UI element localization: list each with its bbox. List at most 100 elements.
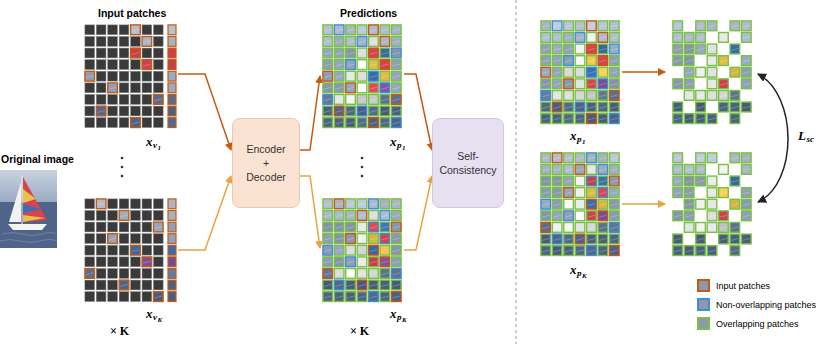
patch-texture: [576, 227, 583, 229]
patch-texture: [120, 284, 127, 286]
image-sea: [0, 202, 57, 248]
patch-cell: [323, 245, 333, 255]
patch-cell: [696, 91, 706, 101]
patch-cell: [730, 67, 740, 77]
patch-cell: [85, 234, 95, 244]
patch-cell: [168, 95, 176, 105]
patch-cell: [334, 83, 344, 93]
patch-texture: [565, 157, 572, 159]
patch-texture: [599, 180, 606, 182]
patch-texture: [335, 238, 342, 240]
patch-cell: [684, 246, 694, 256]
patch-cell: [168, 257, 176, 267]
patch-cell: [391, 95, 401, 105]
patch-texture: [576, 60, 583, 62]
patch-cell: [153, 25, 163, 35]
patch-cell: [564, 246, 574, 256]
patch-cell: [587, 234, 597, 244]
patch-texture: [358, 76, 365, 78]
patch-cell: [108, 95, 118, 105]
patch-texture: [393, 64, 400, 66]
node-label: Self-Consistency: [436, 149, 500, 177]
patch-texture: [588, 227, 595, 229]
subscript: v: [153, 140, 157, 150]
image-sky: [0, 170, 57, 202]
patch-cell: [587, 56, 597, 66]
patch-cell: [575, 33, 585, 43]
patch-cell: [168, 199, 176, 209]
patch-cell: [609, 67, 619, 77]
patch-texture: [542, 192, 549, 194]
patch-texture: [611, 95, 618, 97]
patch-cell: [96, 95, 106, 105]
patch-cell: [609, 234, 619, 244]
patch-texture: [335, 64, 342, 66]
original-image: [0, 170, 57, 248]
patch-cell: [696, 165, 706, 175]
patch-cell: [609, 44, 619, 54]
process-box: Self-Consistency: [432, 118, 504, 208]
patch-cell: [96, 106, 106, 116]
patch-texture: [720, 60, 727, 62]
patch-cell: [108, 106, 118, 116]
patch-cell: [552, 21, 562, 31]
patch-texture: [720, 238, 727, 240]
patch-cell: [131, 25, 141, 35]
patch-cell: [673, 176, 683, 186]
patch-texture: [553, 227, 560, 229]
patch-texture: [324, 52, 331, 54]
patch-cell: [119, 106, 129, 116]
patch-texture: [588, 37, 595, 39]
patch-cell: [334, 48, 344, 58]
patch-cell: [119, 222, 129, 232]
patch-texture: [599, 60, 606, 62]
patch-cell: [108, 257, 118, 267]
patch-cell: [142, 118, 152, 128]
patch-cell: [323, 222, 333, 232]
patch-texture: [553, 169, 560, 171]
patch-texture: [370, 110, 377, 112]
patch-cell: [609, 165, 619, 175]
patch-cell: [564, 223, 574, 233]
patch-cell: [346, 245, 356, 255]
patch-texture: [599, 192, 606, 194]
patch-texture: [542, 83, 549, 85]
patch-texture: [588, 180, 595, 182]
patch-texture: [335, 273, 342, 275]
patch-texture: [132, 250, 139, 252]
patch-cell: [564, 56, 574, 66]
legend-label: Input patches: [716, 281, 770, 291]
patch-texture: [599, 227, 606, 229]
patch-texture: [588, 215, 595, 217]
patch-texture: [685, 95, 692, 97]
patch-cell: [587, 102, 597, 112]
loss-arrow: [758, 74, 788, 202]
patch-cell: [357, 280, 367, 290]
legend-row: Overlapping patches: [697, 317, 799, 330]
patch-cell: [323, 234, 333, 244]
patch-cell: [131, 118, 141, 128]
patch-texture: [347, 41, 354, 43]
patch-cell: [323, 211, 333, 221]
patch-cell: [96, 48, 106, 58]
patch-texture: [324, 238, 331, 240]
patch-texture: [347, 215, 354, 217]
input-strip: [168, 25, 176, 128]
patch-cell: [168, 37, 176, 47]
patch-cell: [346, 106, 356, 116]
patch-cell: [575, 44, 585, 54]
patch-texture: [358, 215, 365, 217]
patch-cell: [587, 91, 597, 101]
patch-cell: [168, 211, 176, 221]
patch-cell: [380, 106, 390, 116]
patch-texture: [553, 180, 560, 182]
patch-cell: [357, 118, 367, 128]
patch-texture: [708, 227, 715, 229]
patch-cell: [346, 118, 356, 128]
input-grid: [85, 25, 163, 128]
patch-texture: [697, 250, 704, 252]
patch-texture: [370, 226, 377, 228]
patch-cell: [696, 33, 706, 43]
patch-cell: [142, 222, 152, 232]
patch-texture: [588, 250, 595, 252]
